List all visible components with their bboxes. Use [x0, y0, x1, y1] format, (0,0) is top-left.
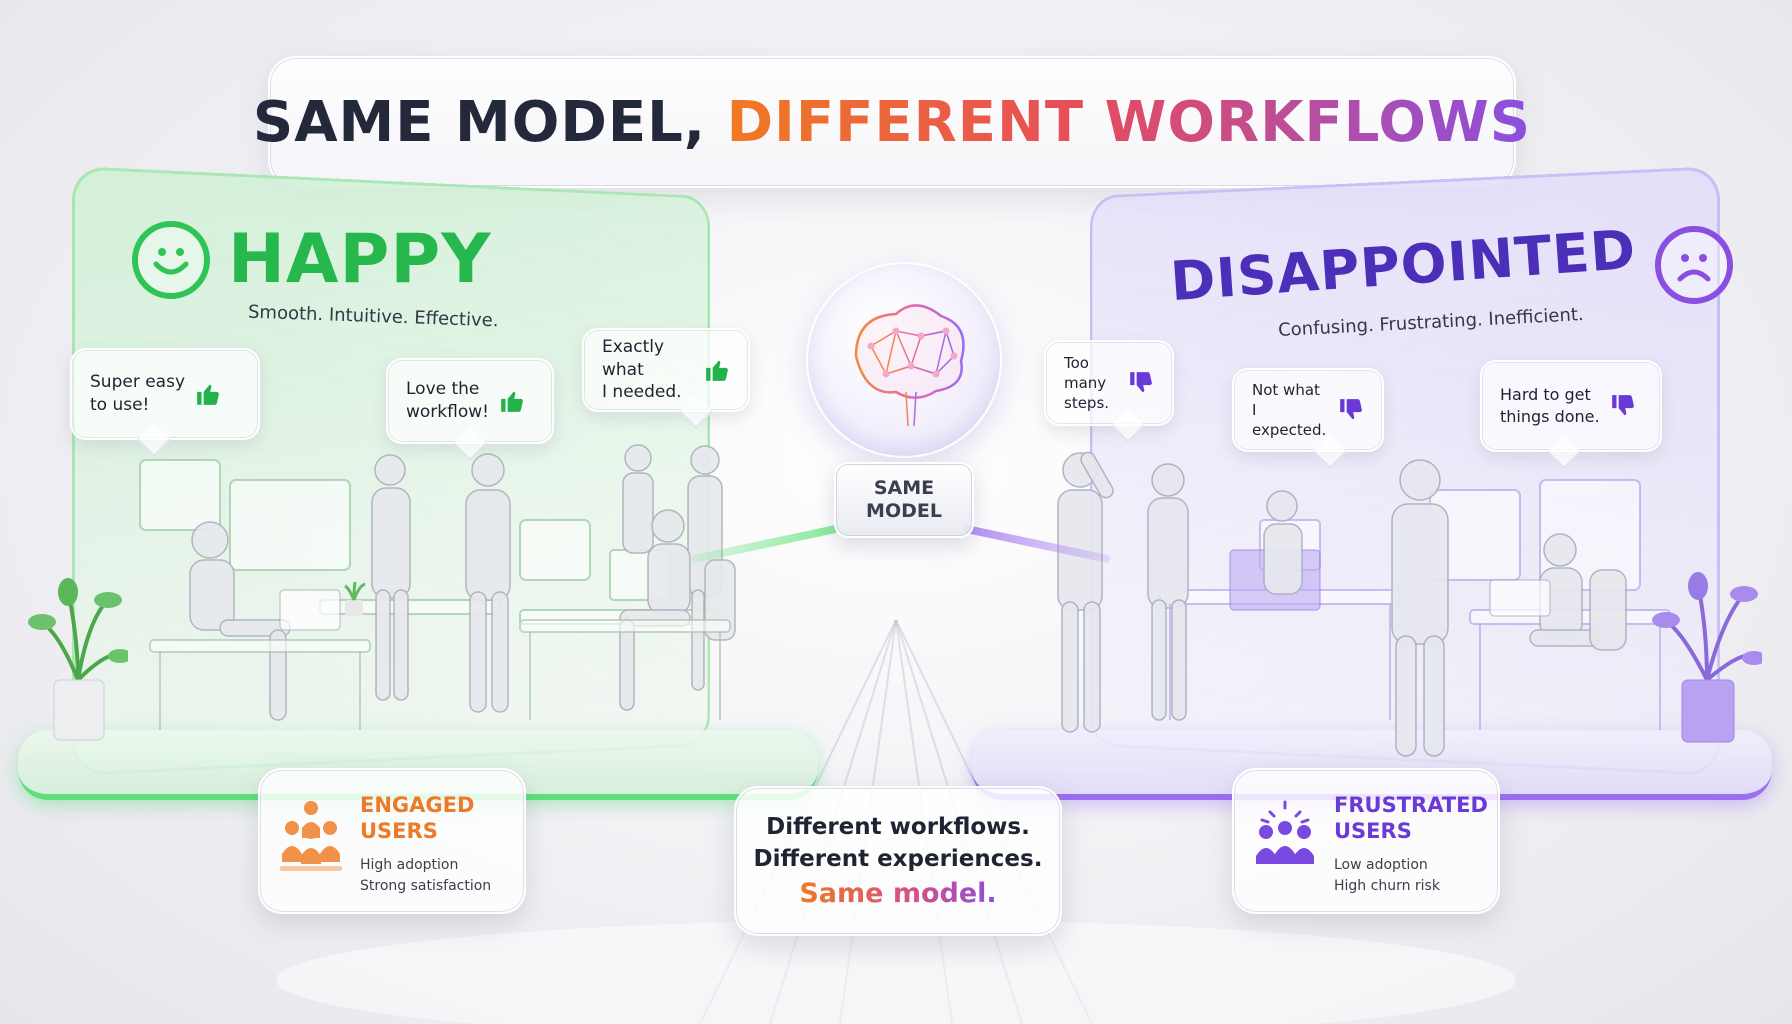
summary-line-workflows: Different workflows. [766, 813, 1030, 840]
plant-right-icon [1652, 572, 1762, 743]
summary-line-experiences: Different experiences. [753, 845, 1043, 872]
thumbs-up-icon [501, 391, 523, 412]
happy-bubble-needed: Exactly what I needed. [582, 328, 750, 412]
happy-bubble-easy: Super easy to use! [70, 348, 260, 440]
happy-heading: HAPPY [132, 220, 491, 299]
bubble-text: Super easy to use! [90, 372, 186, 415]
disappointed-bubble-hard: Hard to get things done. [1480, 360, 1662, 452]
disappointed-title: DISAPPOINTED [1168, 217, 1639, 313]
same-model-label: SAME MODEL [834, 462, 974, 538]
users-group-icon [280, 801, 342, 871]
bubble-text: Hard to get things done. [1500, 385, 1600, 426]
model-orb [806, 262, 1002, 458]
thumbs-down-icon [1340, 399, 1362, 420]
sad-face-icon [1654, 226, 1733, 304]
engaged-users-details: High adoption Strong satisfaction [360, 856, 492, 894]
frustrated-users-details: Low adoption High churn risk [1334, 856, 1440, 894]
bubble-text: Exactly what I needed. [602, 336, 682, 403]
brain-network-icon [854, 304, 965, 427]
happy-title: HAPPY [228, 220, 492, 299]
smiley-face-icon [132, 220, 210, 299]
title-part-different-workflows: DIFFERENT WORKFLOWS [726, 89, 1532, 155]
summary-message-card: Different workflows. Different experienc… [734, 786, 1062, 936]
bubble-text: Too many steps. [1064, 353, 1110, 413]
thumbs-down-icon [1130, 372, 1152, 393]
frustrated-users-icon [1256, 800, 1314, 864]
engaged-users-title: ENGAGED USERS [360, 793, 475, 844]
engaged-users-card: ENGAGED USERS High adoption Strong satis… [258, 768, 526, 914]
plant-left-icon [28, 578, 128, 741]
disappointed-bubble-expected: Not what I expected. [1232, 368, 1384, 452]
title-banner: SAME MODEL, DIFFERENT WORKFLOWS [253, 56, 1530, 188]
happy-bubble-workflow: Love the workflow! [386, 358, 554, 444]
bubble-text: Love the workflow! [406, 379, 489, 422]
thumbs-down-icon [1611, 395, 1634, 416]
disappointed-heading: DISAPPOINTED [1168, 217, 1733, 313]
bubble-text: Not what I expected. [1252, 380, 1327, 440]
thumbs-up-icon [706, 360, 728, 381]
frustrated-users-title: FRUSTRATED USERS [1334, 793, 1488, 844]
page-title: SAME MODEL, DIFFERENT WORKFLOWS [253, 90, 1531, 155]
summary-line-same-model: Same model. [799, 877, 997, 909]
disappointed-bubble-steps: Too many steps. [1044, 340, 1174, 426]
disappointed-office-illustration [1057, 451, 1671, 757]
thumbs-up-icon [197, 384, 219, 405]
title-part-same-model: SAME MODEL, [252, 89, 707, 155]
frustrated-users-card: FRUSTRATED USERS Low adoption High churn… [1232, 768, 1500, 914]
happy-office-illustration [139, 444, 736, 730]
